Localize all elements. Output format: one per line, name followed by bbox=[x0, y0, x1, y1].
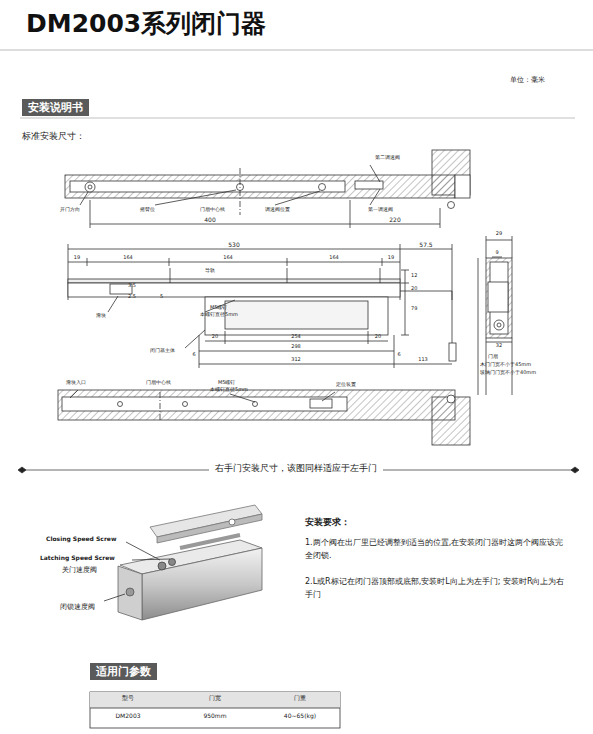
section-note: 右手门安装尺寸，该图同样适应于左手门 bbox=[209, 463, 383, 473]
table-cell: 40~65(kg) bbox=[284, 713, 316, 720]
part-label: 玻璃门门宽不小于40mm bbox=[480, 370, 536, 376]
part-label: 本螺钉直径5mm bbox=[200, 312, 238, 318]
table-cell: 型号 bbox=[122, 695, 134, 702]
section-band: 安装说明书 bbox=[22, 99, 89, 116]
dimension: 20 bbox=[411, 286, 417, 292]
part-label: Latching Speed Screw bbox=[40, 555, 115, 562]
part-label: 摇臂位 bbox=[140, 207, 155, 213]
dimension: 19 bbox=[74, 255, 80, 261]
dimension: 6 bbox=[397, 352, 400, 358]
note-text: 2.L或R标记在闭门器顶部或底部,安装时L向上为左手门; 安装时R向上为右手门 bbox=[305, 576, 570, 602]
dimension: 79 bbox=[411, 306, 417, 312]
dimension: 164 bbox=[223, 255, 233, 261]
part-label: 闭锁速度阀 bbox=[60, 603, 95, 611]
dimension: 3.5 bbox=[128, 283, 136, 289]
dimension: 312 bbox=[291, 357, 301, 363]
dimension: 32 bbox=[496, 343, 502, 349]
section-heading: 适用门参数 bbox=[96, 666, 151, 677]
part-label: 门扇 bbox=[488, 354, 498, 360]
part-label: 门扇中心线 bbox=[146, 380, 171, 386]
part-label: 木门门宽不小于45mm bbox=[480, 362, 531, 368]
part-label: 门扇中心线 bbox=[200, 207, 225, 213]
note-text: 1.两个阀在出厂里已经调整到适当的位置,在安装闭门器时这两个阀应该完全闭锁. bbox=[305, 537, 570, 563]
table-cell: 门重 bbox=[294, 695, 306, 702]
dimension: 9 bbox=[495, 250, 498, 256]
part-label: 开门方向 bbox=[60, 207, 80, 213]
dimension: 254 bbox=[291, 334, 301, 340]
part-label: 单位：毫米 bbox=[510, 76, 545, 84]
part-label: 闭门器主体 bbox=[150, 348, 175, 354]
dimension: 19 bbox=[388, 255, 394, 261]
dimension: 57.5 bbox=[419, 242, 432, 249]
dimension: 5 bbox=[160, 294, 163, 300]
part-label: 调速阀位置 bbox=[265, 207, 290, 213]
part-label: 第二调速阀 bbox=[375, 155, 400, 161]
dimension: 20 bbox=[212, 334, 218, 340]
dimension: 530 bbox=[228, 242, 239, 249]
table-cell: 950mm bbox=[203, 713, 226, 720]
page-title: DM2003系列闭门器 bbox=[26, 10, 266, 39]
part-label: M5螺钉 bbox=[210, 305, 228, 311]
section-heading: 安装说明书 bbox=[28, 102, 83, 113]
dimension: 6 bbox=[192, 352, 195, 358]
dimension: 20 bbox=[375, 334, 381, 340]
dimension: 29 bbox=[496, 231, 502, 237]
note-text: 安装要求： bbox=[305, 517, 350, 527]
dimension: 12 bbox=[411, 273, 417, 279]
dimension: 113 bbox=[418, 357, 428, 363]
dimension: 220 bbox=[389, 217, 400, 224]
section-band: 适用门参数 bbox=[90, 663, 157, 680]
table-cell: 门宽 bbox=[209, 695, 221, 702]
table-cell: DM2003 bbox=[115, 713, 140, 720]
dimension: 164 bbox=[329, 255, 339, 261]
part-label: 定位装置 bbox=[336, 382, 356, 388]
dimension: 2.5 bbox=[128, 294, 136, 300]
part-label: 本螺钉直径5mm bbox=[210, 387, 248, 393]
part-label: 滑块 bbox=[96, 313, 106, 319]
part-label: 关门速度阀 bbox=[62, 566, 97, 574]
part-label: Closing Speed Screw bbox=[46, 536, 116, 543]
part-label: 导轨 bbox=[205, 268, 215, 274]
part-label: M5螺钉 bbox=[218, 380, 236, 386]
dimension: 400 bbox=[204, 217, 215, 224]
part-label: 第一调速阀 bbox=[368, 207, 393, 213]
part-label: 滑块入口 bbox=[66, 380, 86, 386]
dimension: 298 bbox=[291, 344, 301, 350]
dimension: 164 bbox=[123, 255, 133, 261]
part-label: 标准安装尺寸： bbox=[22, 131, 85, 141]
